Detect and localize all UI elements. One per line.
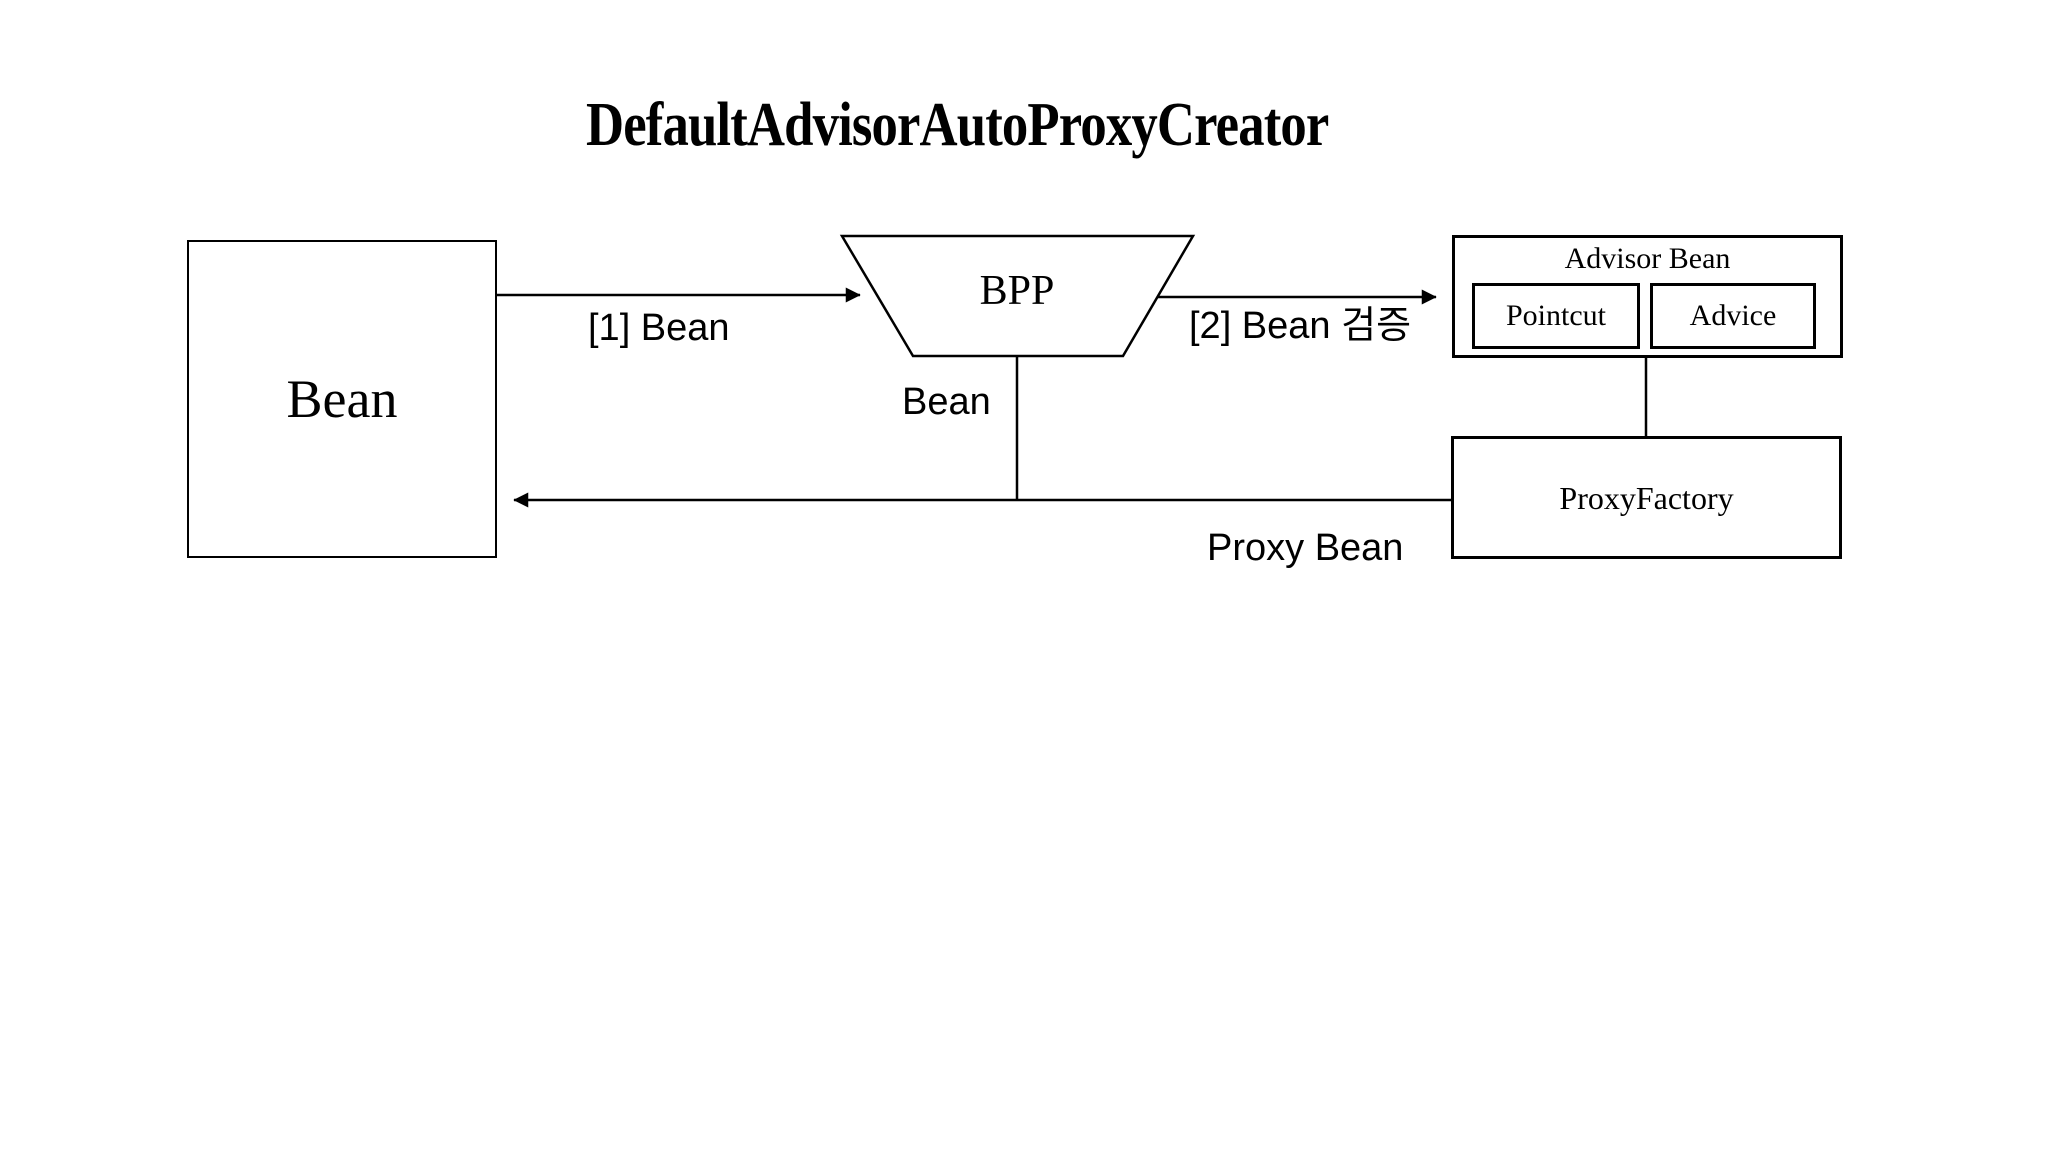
- proxyfactory-label: ProxyFactory: [1559, 479, 1734, 516]
- bean-node-label: Bean: [286, 369, 398, 429]
- edge-label-proxy-to-bean: Proxy Bean: [1207, 527, 1404, 569]
- edge-label-bean-to-bpp: [1] Bean: [588, 307, 730, 349]
- advice-label: Advice: [1689, 299, 1777, 332]
- bpp-node-label: BPP: [979, 268, 1055, 314]
- bean-node: Bean: [187, 240, 497, 558]
- advice-node: Advice: [1650, 283, 1816, 349]
- advisor-bean-node: Advisor Bean Pointcut Advice: [1452, 235, 1843, 358]
- edge-label-bpp-to-advisor: [2] Bean 검증: [1189, 305, 1412, 347]
- pointcut-node: Pointcut: [1472, 283, 1640, 349]
- advisor-bean-label: Advisor Bean: [1564, 242, 1731, 275]
- edge-label-bpp-output: Bean: [902, 381, 991, 423]
- pointcut-label: Pointcut: [1505, 299, 1606, 332]
- proxyfactory-node: ProxyFactory: [1451, 436, 1842, 559]
- diagram-title: DefaultAdvisorAutoProxyCreator: [586, 91, 1329, 159]
- bpp-trapezoid: [839, 234, 1196, 358]
